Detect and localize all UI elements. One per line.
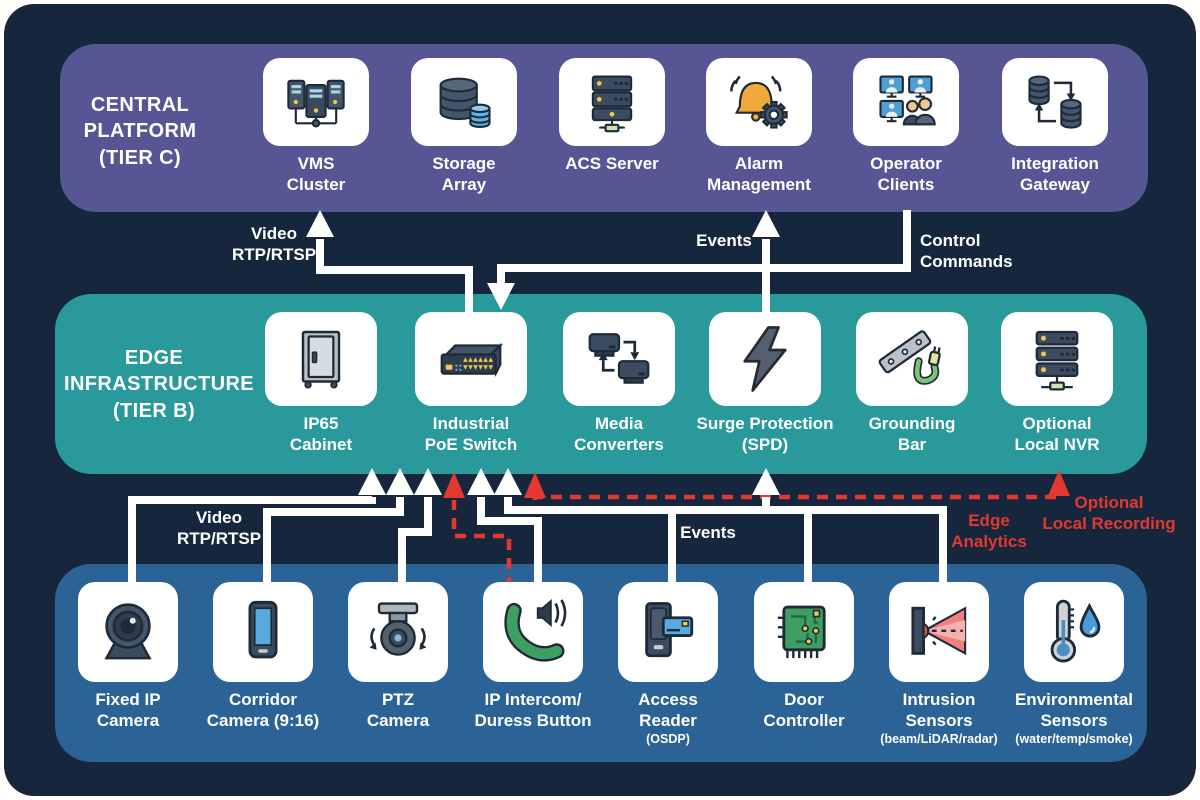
poe-switch-card xyxy=(415,312,527,406)
ip-intercom-node: IP Intercom/ Duress Button xyxy=(453,582,613,731)
red-arrow-into-switch-right xyxy=(524,472,546,498)
surge-protection-node: Surge Protection (SPD) xyxy=(685,312,845,455)
surge-protection-label: Surge Protection (SPD) xyxy=(696,414,834,455)
integration-gateway-card xyxy=(1002,58,1108,146)
control-commands-label: Control Commands xyxy=(920,231,1013,272)
environmental-sensors-icon xyxy=(1036,594,1112,670)
edge-analytics-label: Edge Analytics xyxy=(951,511,1027,552)
ptz-camera-icon xyxy=(360,594,436,670)
alarm-management-card xyxy=(706,58,812,146)
fixed-ip-camera-icon xyxy=(90,594,166,670)
media-converters-card xyxy=(563,312,675,406)
environmental-sensors-sublabel: (water/temp/smoke) xyxy=(1015,732,1133,747)
media-converters-icon xyxy=(583,323,655,395)
door-controller-label: Door Controller xyxy=(763,690,845,731)
intrusion-sensors-label: Intrusion Sensors xyxy=(902,690,976,731)
access-reader-node: Access Reader(OSDP) xyxy=(588,582,748,746)
vms-cluster-node: VMS Cluster xyxy=(236,58,396,195)
acs-server-card xyxy=(559,58,665,146)
access-reader-card xyxy=(618,582,718,682)
ptz-camera-label: PTZ Camera xyxy=(366,690,430,731)
poe-switch-icon xyxy=(435,323,507,395)
environmental-sensors-card xyxy=(1024,582,1124,682)
fixed-ip-camera-node: Fixed IP Camera xyxy=(48,582,208,731)
ip65-cabinet-node: IP65 Cabinet xyxy=(241,312,401,455)
ptz-camera-node: PTZ Camera xyxy=(318,582,478,731)
corridor-camera-card xyxy=(213,582,313,682)
intrusion-sensors-sublabel: (beam/LiDAR/radar) xyxy=(880,732,998,747)
operator-clients-card xyxy=(853,58,959,146)
integration-gateway-label: Integration Gateway xyxy=(1011,154,1099,195)
operator-clients-icon xyxy=(872,68,940,136)
vms-cluster-icon xyxy=(282,68,350,136)
intrusion-sensors-icon xyxy=(901,594,977,670)
intrusion-sensors-node: Intrusion Sensors(beam/LiDAR/radar) xyxy=(859,582,1019,746)
optional-recording-line xyxy=(532,492,1062,500)
alarm-management-label: Alarm Management xyxy=(707,154,811,195)
intrusion-sensors-card xyxy=(889,582,989,682)
ip65-cabinet-icon xyxy=(285,323,357,395)
door-controller-node: Door Controller xyxy=(724,582,884,731)
grounding-bar-node: Grounding Bar xyxy=(832,312,992,455)
storage-array-card xyxy=(411,58,517,146)
integration-gateway-icon xyxy=(1021,68,1089,136)
storage-array-label: Storage Array xyxy=(432,154,496,195)
ip-intercom-card xyxy=(483,582,583,682)
environmental-sensors-label: Environmental Sensors xyxy=(1014,690,1134,731)
video-rtsp-bottom-label: Video RTP/RTSP xyxy=(176,508,262,549)
acs-server-node: ACS Server xyxy=(532,58,692,174)
optional-recording-label: Optional Local Recording xyxy=(1042,493,1176,534)
corridor-camera-node: Corridor Camera (9:16) xyxy=(183,582,343,731)
grounding-bar-label: Grounding Bar xyxy=(868,414,956,455)
local-nvr-icon xyxy=(1021,323,1093,395)
corridor-camera-label: Corridor Camera (9:16) xyxy=(206,690,320,731)
media-converters-node: Media Converters xyxy=(539,312,699,455)
grounding-bar-card xyxy=(856,312,968,406)
environmental-sensors-node: Environmental Sensors(water/temp/smoke) xyxy=(994,582,1154,746)
events-bottom-label: Events xyxy=(680,523,736,542)
local-nvr-label: Optional Local NVR xyxy=(1014,414,1100,455)
vms-cluster-label: VMS Cluster xyxy=(286,154,346,195)
central-tier-label: CENTRAL PLATFORM (TIER C) xyxy=(83,94,197,169)
alarm-management-icon xyxy=(725,68,793,136)
poe-switch-label: Industrial PoE Switch xyxy=(424,414,518,455)
access-reader-sublabel: (OSDP) xyxy=(646,732,690,747)
red-arrow-into-switch-left xyxy=(443,472,465,498)
architecture-diagram: CENTRAL PLATFORM (TIER C) EDGE INFRASTRU… xyxy=(4,4,1196,796)
corridor-camera-icon xyxy=(225,594,301,670)
access-reader-label: Access Reader xyxy=(638,690,698,731)
poe-switch-node: Industrial PoE Switch xyxy=(391,312,551,455)
ptz-camera-card xyxy=(348,582,448,682)
ip-intercom-label: IP Intercom/ Duress Button xyxy=(474,690,592,731)
acs-server-icon xyxy=(578,68,646,136)
storage-array-node: Storage Array xyxy=(384,58,544,195)
local-nvr-node: Optional Local NVR xyxy=(977,312,1137,455)
alarm-management-node: Alarm Management xyxy=(679,58,839,195)
ip65-cabinet-label: IP65 Cabinet xyxy=(289,414,353,455)
door-controller-icon xyxy=(766,594,842,670)
local-nvr-card xyxy=(1001,312,1113,406)
ip-intercom-icon xyxy=(495,594,571,670)
edge-tier-label: EDGE INFRASTRUCTURE (TIER B) xyxy=(64,347,255,422)
vms-cluster-card xyxy=(263,58,369,146)
media-converters-label: Media Converters xyxy=(574,414,664,455)
surge-protection-card xyxy=(709,312,821,406)
fixed-ip-camera-card xyxy=(78,582,178,682)
surge-protection-icon xyxy=(729,323,801,395)
storage-array-icon xyxy=(430,68,498,136)
operator-clients-node: Operator Clients xyxy=(826,58,986,195)
events-top-label: Events xyxy=(696,231,752,250)
acs-server-label: ACS Server xyxy=(565,154,659,173)
fixed-ip-camera-label: Fixed IP Camera xyxy=(95,690,161,731)
door-controller-card xyxy=(754,582,854,682)
ip65-cabinet-card xyxy=(265,312,377,406)
integration-gateway-node: Integration Gateway xyxy=(975,58,1135,195)
video-rtsp-top-label: Video RTP/RTSP xyxy=(231,224,317,265)
grounding-bar-icon xyxy=(876,323,948,395)
operator-clients-label: Operator Clients xyxy=(870,154,942,195)
access-reader-icon xyxy=(630,594,706,670)
